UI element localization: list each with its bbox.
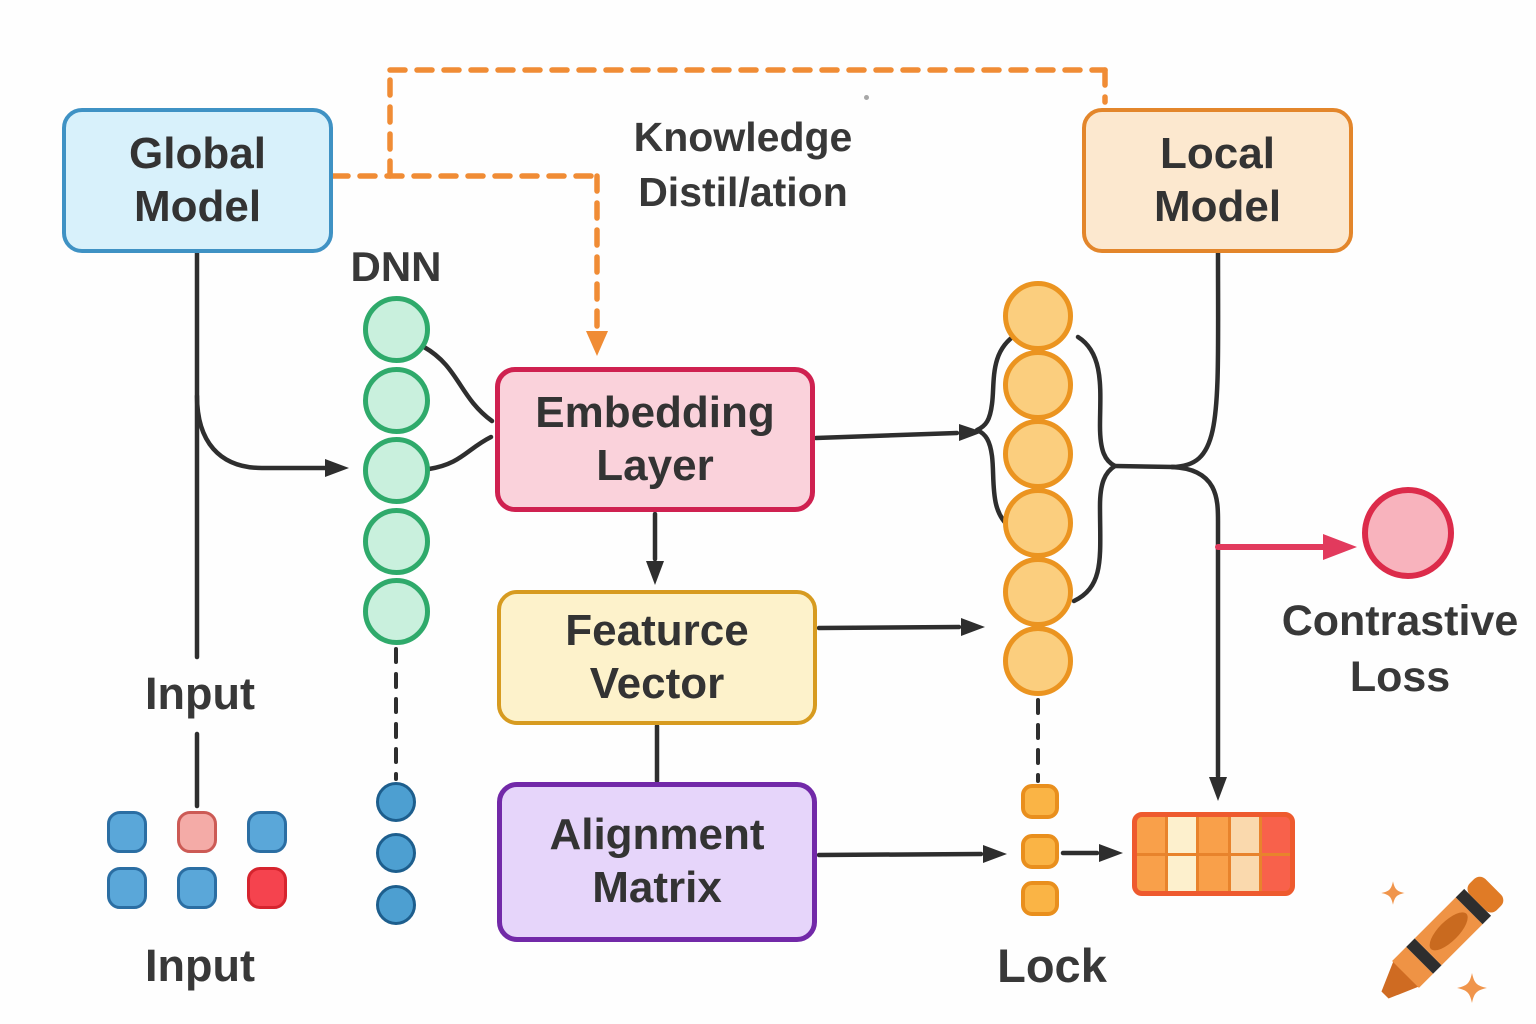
input-grid-cell-blue xyxy=(247,811,287,853)
local-model-box: Local Model xyxy=(1082,108,1353,253)
knowledge-distillation-line: Knowledge xyxy=(633,114,853,160)
matrix-cell xyxy=(1137,817,1166,853)
knowledge-distillation-line: Distil/ation xyxy=(638,169,848,216)
arrowhead-into-shared-brace xyxy=(959,424,983,441)
shared-neuron xyxy=(1003,350,1073,420)
global-to-dnn-curve xyxy=(194,393,328,471)
input-grid-cell-blue xyxy=(177,867,217,909)
contrastive-loss-node xyxy=(1362,487,1454,579)
local-model-label: Local xyxy=(1160,128,1275,178)
sparkle-icon xyxy=(1381,881,1405,905)
input-label-top: Input xyxy=(145,668,255,719)
arrowhead-feature-to-shared xyxy=(961,618,985,636)
dnn-neuron xyxy=(362,366,430,434)
embedding-layer-label: Layer xyxy=(596,440,714,490)
dnn-neuron xyxy=(362,507,430,575)
matrix-cell xyxy=(1230,817,1259,853)
contrastive-loss-line: Contrastive xyxy=(1281,597,1519,645)
stray-dot xyxy=(864,95,869,100)
contrastive-loss-line: Loss xyxy=(1349,652,1451,701)
dnn-label: DNN xyxy=(350,243,442,290)
feature-vector-label: Vector xyxy=(589,658,725,708)
arrowhead-into-lock xyxy=(983,845,1007,863)
alignment-matrix-label: Matrix xyxy=(592,863,722,912)
dnn-to-embedding-curve-bottom xyxy=(426,434,494,472)
dnn-neuron xyxy=(362,436,430,504)
input-vector-node xyxy=(376,782,416,822)
shared-right-brace xyxy=(1071,334,1118,604)
alignment-to-lock-line xyxy=(816,851,984,858)
feature-to-shared-line xyxy=(816,624,962,631)
global-model-label: Model xyxy=(133,181,262,231)
matrix-cell xyxy=(1261,855,1290,891)
dnn-to-embedding-curve-top xyxy=(421,344,495,424)
lock-vector-node xyxy=(1021,880,1059,916)
matrix-cell xyxy=(1199,855,1228,891)
arrowhead-distill-embedding xyxy=(586,331,608,356)
matrix-cell xyxy=(1137,855,1166,891)
sparkle-icon xyxy=(1457,973,1487,1003)
dnn-neuron xyxy=(362,295,430,363)
input-grid-cell-pink xyxy=(177,811,217,853)
global-model-box: Global Model xyxy=(62,108,333,253)
matrix-cell xyxy=(1230,855,1259,891)
arrowhead-into-matrix-top xyxy=(1209,777,1227,801)
embedding-layer-box: Embedding Layer xyxy=(495,367,815,512)
dnn-neuron xyxy=(362,577,430,645)
matrix-cell xyxy=(1168,817,1197,853)
shared-neuron xyxy=(1003,557,1073,627)
input-vector-node xyxy=(376,833,416,873)
local-model-label: Model xyxy=(1153,181,1282,231)
knowledge-distillation-label: Knowledge Distil/ation xyxy=(553,110,933,221)
brace-junction-line xyxy=(1112,463,1177,470)
matrix-cell xyxy=(1261,817,1290,853)
arrowhead-into-matrix-left xyxy=(1099,844,1123,862)
lock-vector-node xyxy=(1021,833,1059,869)
arrowhead-contrastive xyxy=(1323,534,1357,560)
input-vector-node xyxy=(376,885,416,925)
alignment-matrix-label: Alignment xyxy=(549,810,765,860)
shared-neuron xyxy=(1003,419,1073,489)
input-grid-cell-red xyxy=(247,867,287,909)
crayon-icon xyxy=(1381,876,1504,999)
feature-vector-label: Featurce xyxy=(565,605,749,655)
matrix-cell xyxy=(1168,855,1197,891)
matrix-cell xyxy=(1199,817,1228,853)
arrowhead-embedding-to-feature xyxy=(646,561,664,585)
embedding-layer-label: Embedding xyxy=(535,387,775,437)
shared-neuron xyxy=(1003,281,1073,351)
shared-neuron xyxy=(1003,626,1073,696)
input-grid-cell-blue xyxy=(107,811,147,853)
shared-neuron xyxy=(1003,488,1073,558)
junction-to-matrix-line xyxy=(1169,464,1221,779)
lock-label: Lock xyxy=(997,939,1107,992)
alignment-matrix-box: Alignment Matrix xyxy=(497,782,817,942)
local-model-down-elbow xyxy=(1169,250,1221,470)
embedding-to-shared-line xyxy=(813,430,960,441)
arrowhead-into-dnn xyxy=(325,459,349,477)
global-model-label: Global xyxy=(129,128,266,178)
feature-vector-box: Featurce Vector xyxy=(497,590,817,725)
input-grid-cell-blue xyxy=(107,867,147,909)
input-label-bottom: Input xyxy=(145,940,255,991)
lock-vector-node xyxy=(1021,783,1059,819)
contrastive-loss-label: Contrastive Loss xyxy=(1240,594,1536,706)
result-matrix xyxy=(1132,812,1295,896)
